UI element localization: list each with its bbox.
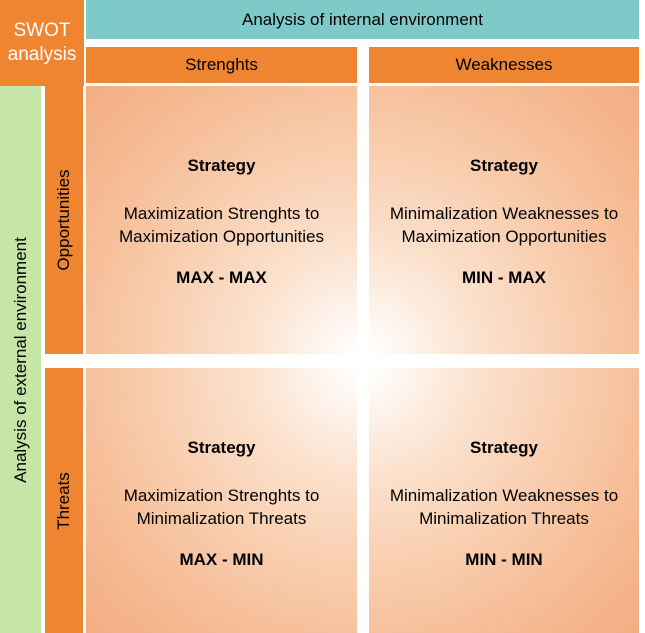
- quadrant-code: MAX - MIN: [179, 550, 264, 569]
- quadrant-description: Maximization Strenghts to Maximization O…: [113, 202, 330, 248]
- swot-title-line1: SWOT: [13, 20, 71, 41]
- quadrant-weaknesses-opportunities: Strategy Minimalization Weaknesses to Ma…: [369, 86, 639, 354]
- external-environment-label: Analysis of external environment: [10, 236, 30, 483]
- strengths-label: Strenghts: [185, 55, 258, 74]
- weaknesses-label: Weaknesses: [455, 55, 553, 74]
- quadrant-description-line1: Maximization Strenghts to: [123, 204, 320, 223]
- strengths-column-header: Strenghts: [86, 47, 357, 83]
- opportunities-label: Opportunities: [54, 169, 73, 271]
- threats-label: Threats: [54, 471, 73, 530]
- internal-environment-label: Analysis of internal environment: [242, 9, 483, 29]
- quadrant-strengths-opportunities: Strategy Maximization Strenghts to Maxim…: [86, 86, 357, 354]
- quadrant-code: MIN - MAX: [461, 268, 547, 287]
- quadrant-description: Maximization Strenghts to Minimalization…: [118, 484, 326, 530]
- internal-environment-header: Analysis of internal environment: [86, 0, 639, 39]
- quadrant-description-line1: Minimalization Weaknesses to: [389, 486, 619, 505]
- quadrant-description: Minimalization Weaknesses to Minimalizat…: [384, 484, 624, 530]
- quadrant-description-line1: Minimalization Weaknesses to: [389, 204, 619, 223]
- quadrant-strengths-threats: Strategy Maximization Strenghts to Minim…: [86, 368, 357, 633]
- quadrant-code: MIN - MIN: [465, 550, 543, 569]
- quadrant-description-line2: Minimalization Threats: [136, 509, 307, 528]
- quadrant-description-line1: Maximization Strenghts to: [123, 486, 320, 505]
- external-environment-sidebar: Analysis of external environment: [0, 86, 41, 633]
- quadrant-weaknesses-threats: Strategy Minimalization Weaknesses to Mi…: [369, 368, 639, 633]
- quadrant-code: MAX - MAX: [176, 268, 267, 287]
- threats-row-header: Threats: [45, 368, 83, 633]
- swot-title-line2: analysis: [7, 44, 77, 65]
- quadrant-title: Strategy: [187, 438, 256, 457]
- opportunities-row-header: Opportunities: [45, 86, 83, 354]
- swot-title-box: SWOT analysis: [0, 0, 84, 86]
- quadrant-description: Minimalization Weaknesses to Maximizatio…: [384, 202, 624, 248]
- quadrant-description-line2: Maximization Opportunities: [118, 227, 325, 246]
- quadrant-title: Strategy: [469, 156, 539, 175]
- quadrant-description-line2: Maximization Opportunities: [401, 227, 607, 246]
- quadrant-title: Strategy: [469, 438, 539, 457]
- quadrant-description-line2: Minimalization Threats: [419, 509, 589, 528]
- weaknesses-column-header: Weaknesses: [369, 47, 639, 83]
- quadrant-title: Strategy: [187, 156, 256, 175]
